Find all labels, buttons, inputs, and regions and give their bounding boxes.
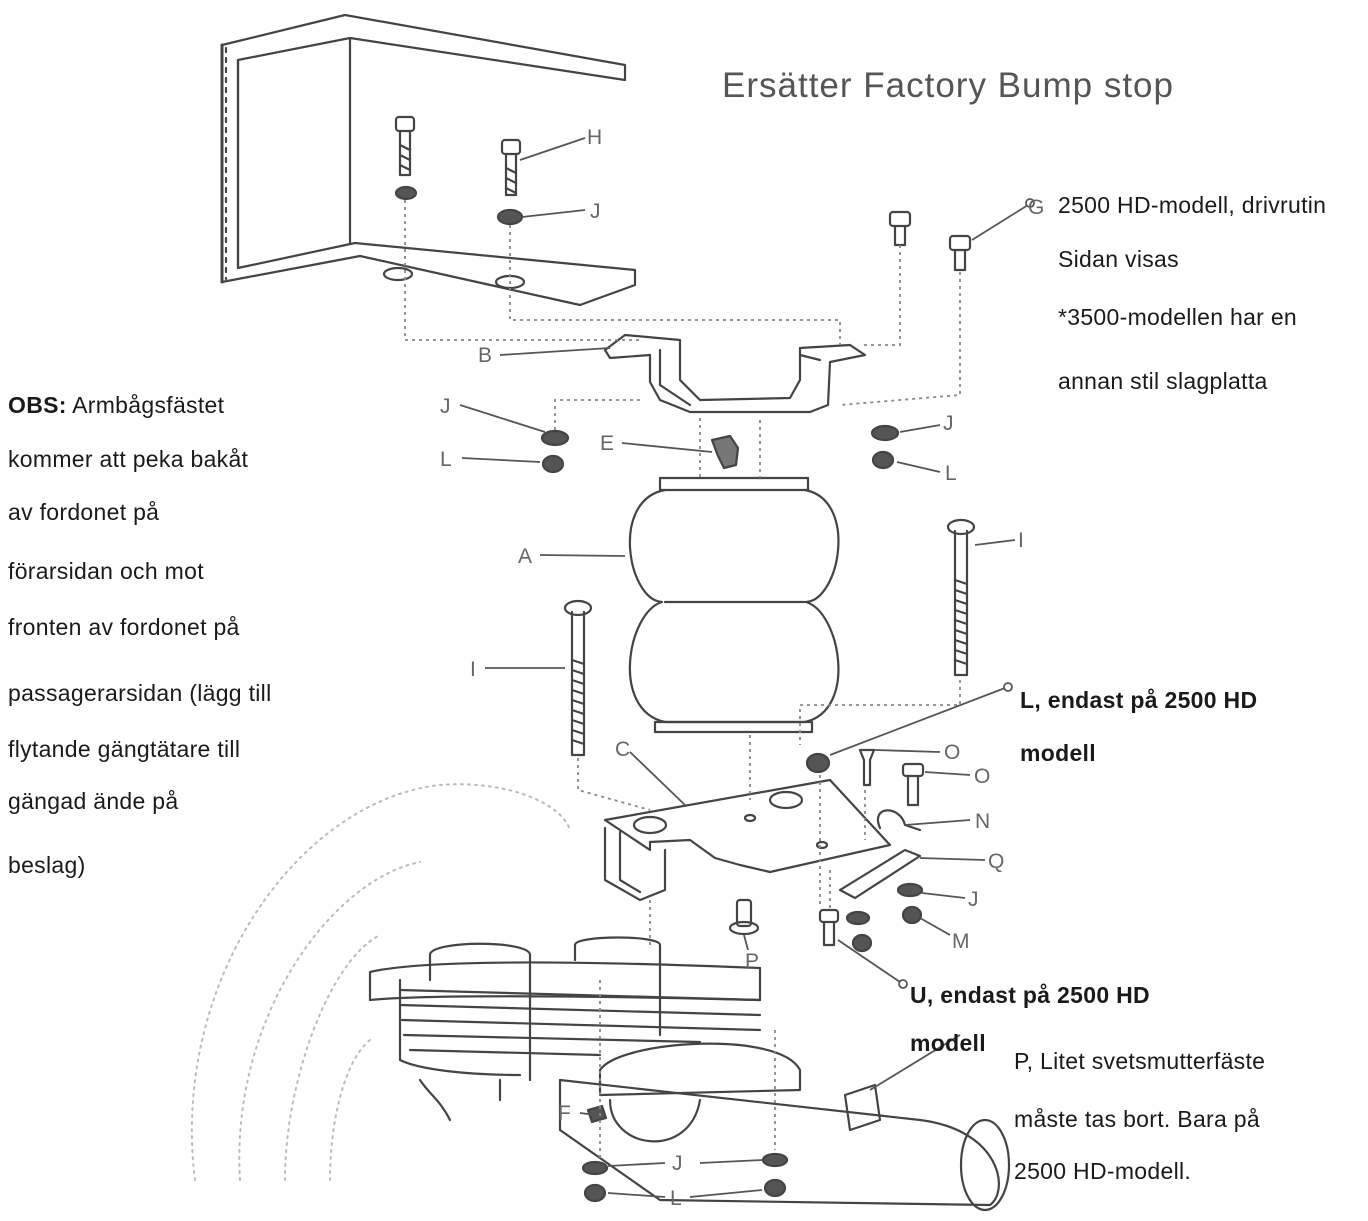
obs-note-line: förarsidan och mot [8, 558, 204, 584]
part-label-F: F [558, 1102, 571, 1125]
washers-J-top [394, 185, 524, 226]
part-label-E: E [600, 432, 614, 455]
air-spring-A [628, 476, 840, 734]
part-label-C: C [615, 738, 630, 761]
obs-note-line: OBS: Armbågsfästet [8, 392, 224, 419]
part-label-A: A [518, 545, 532, 568]
obs-note-line: flytande gängtätare till [8, 736, 241, 762]
part-label-I: I [1018, 529, 1024, 552]
part-label-M: M [952, 930, 970, 953]
part-label-N: N [975, 810, 990, 833]
obs-note-line: passagerarsidan (lägg till [8, 680, 272, 706]
part-label-L: L [945, 462, 957, 485]
model-note-line: *3500-modellen har en [1058, 304, 1298, 330]
p-note-line: P, Litet svetsmutterfäste [1014, 1048, 1266, 1074]
obs-text: Armbågsfästet [66, 392, 225, 418]
frame-rail [220, 13, 637, 307]
part-label-P: P [745, 950, 759, 973]
part-label-J: J [968, 888, 979, 911]
part-label-J: J [440, 395, 451, 418]
part-label-I: I [470, 658, 476, 681]
part-label-G: G [1028, 196, 1044, 219]
model-note-line: annan stil slagplatta [1058, 368, 1268, 394]
u-note-line: modell [910, 1030, 986, 1056]
nut-L-small [805, 752, 831, 774]
l-note-line: L, endast på 2500 HD [1020, 687, 1258, 713]
bolt-H-left [394, 115, 416, 177]
diagram-title: Ersätter Factory Bump stop [722, 66, 1174, 105]
p-note-line: måste tas bort. Bara på [1014, 1106, 1260, 1132]
wheel-outline [190, 783, 571, 1181]
u-bolts [418, 936, 662, 1122]
strap-Q [838, 848, 922, 900]
bolt-P [728, 898, 760, 936]
part-label-Q: Q [988, 850, 1004, 873]
part-label-L: L [440, 448, 452, 471]
washer-nut-left [540, 429, 570, 474]
clamp-N [876, 809, 922, 832]
obs-note-line: av fordonet på [8, 499, 160, 525]
long-bolt-I-right [946, 518, 976, 677]
model-note-line: 2500 HD-modell, drivrutin [1058, 192, 1327, 218]
elbow-fitting-E [710, 434, 740, 470]
part-label-O: O [944, 741, 960, 764]
obs-note-line: gängad ände på [8, 788, 179, 814]
part-label-J: J [943, 412, 954, 435]
assembly-guide-lines [404, 200, 961, 1160]
bolt-G-pair [888, 210, 972, 272]
u-note-line: U, endast på 2500 HD [910, 982, 1150, 1008]
bolt-O-pair [858, 748, 925, 807]
washer-nut-right [870, 424, 900, 470]
obs-note-line: kommer att peka bakåt [8, 446, 249, 472]
obs-label: OBS: [8, 392, 67, 418]
part-letters: H J G B J L E J L A I I C O O N Q J M P … [440, 126, 1044, 1210]
part-label-B: B [478, 344, 492, 367]
lower-bracket-C [603, 778, 892, 902]
part-label-O: O [974, 765, 990, 788]
bottom-hardware [581, 1104, 789, 1203]
p-note-line: 2500 HD-modell. [1014, 1158, 1192, 1184]
bolt-U [818, 908, 840, 947]
l-note-line: modell [1020, 740, 1096, 766]
part-label-J: J [672, 1152, 683, 1175]
bolt-H-right [500, 138, 522, 197]
axle-tube [558, 1042, 1011, 1212]
part-label-L: L [670, 1187, 682, 1210]
part-label-J: J [590, 200, 601, 223]
obs-note-line: fronten av fordonet på [8, 614, 240, 640]
model-note-line: Sidan visas [1058, 246, 1179, 272]
washers-nuts-lower [845, 882, 924, 953]
leaf-spring [368, 961, 762, 1077]
obs-note-line: beslag) [8, 852, 86, 878]
leader-lines [459, 137, 1035, 1198]
upper-bracket-B [603, 333, 867, 414]
long-bolt-I-left [563, 599, 593, 757]
part-label-H: H [587, 126, 602, 149]
